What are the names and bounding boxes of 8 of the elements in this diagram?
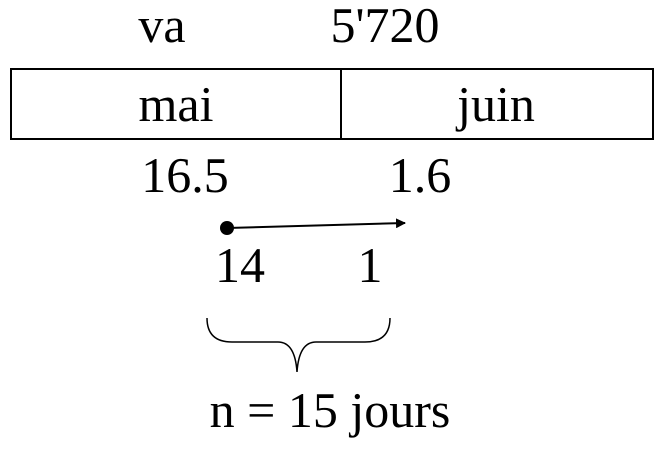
value-label: 1 xyxy=(358,240,382,290)
table-cell: juin xyxy=(340,68,654,140)
value-label: va xyxy=(138,0,186,50)
value-label: 16.5 xyxy=(141,150,229,200)
table-cell: mai xyxy=(10,68,342,140)
value-label: 1.6 xyxy=(388,150,452,200)
value-label: 5'720 xyxy=(330,0,440,50)
value-label: 14 xyxy=(215,240,265,290)
